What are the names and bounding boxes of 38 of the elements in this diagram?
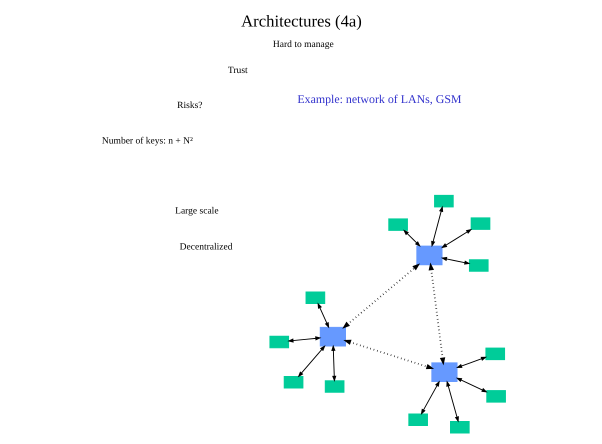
node-box — [434, 194, 454, 208]
arrow — [440, 256, 470, 265]
label: Hard to manage — [272, 40, 334, 50]
node-box — [470, 217, 490, 230]
arrow — [428, 262, 445, 366]
node-box — [388, 218, 408, 231]
arrow — [446, 380, 458, 423]
arrow — [317, 302, 329, 328]
label: Trust — [227, 66, 248, 76]
label: Example: network of LANs, GSM — [296, 92, 462, 106]
arrow — [455, 378, 488, 392]
node-box — [324, 380, 344, 393]
arrow — [440, 228, 472, 248]
label: Number of keys: n + N² — [101, 136, 192, 147]
node-box — [416, 246, 442, 266]
arrow — [342, 340, 434, 370]
arrow — [420, 380, 440, 415]
arrow — [286, 336, 321, 343]
node-box — [268, 336, 289, 348]
arrow — [330, 344, 336, 382]
node-box — [305, 291, 325, 304]
arrow — [456, 356, 487, 368]
node-box — [408, 413, 428, 426]
node-box — [486, 390, 506, 403]
arrow — [402, 230, 420, 247]
arrow — [430, 206, 443, 248]
node-box — [468, 259, 488, 272]
node-box — [319, 326, 346, 346]
arrow — [297, 345, 326, 378]
diagram-title: Architectures (4a) — [240, 12, 362, 31]
label: Decentralized — [179, 242, 232, 252]
node-box — [430, 362, 458, 382]
label: Large scale — [174, 206, 218, 217]
node-box — [283, 376, 303, 388]
node-box — [484, 348, 505, 360]
node-box — [450, 420, 470, 434]
label: Risks? — [176, 100, 202, 111]
arrow — [342, 263, 420, 329]
